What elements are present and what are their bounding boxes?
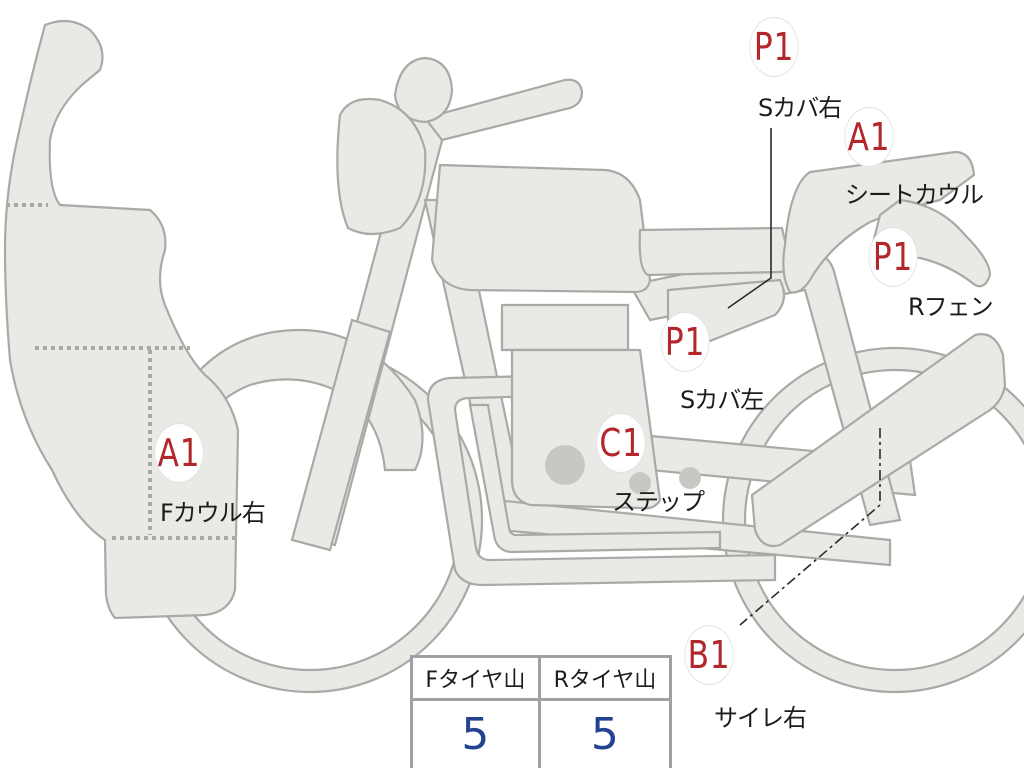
front-tire-value: 5 [410,698,541,768]
silencer [750,333,1007,548]
fuel-tank [430,163,652,294]
fork-slider [290,318,392,552]
front-cowl-shape [3,19,240,620]
headlight [336,97,427,236]
part-label-s-cover-left: Sカバ左 [680,386,764,414]
footpeg-left [629,472,651,494]
grade-badge-rear-fender: P1 [869,228,917,286]
part-label-step: ステップ [612,488,705,516]
leader-s-cover-right [727,128,772,309]
front-tire-header: Fタイヤ山 [410,655,541,701]
grade-badge-seat-cowl: A1 [845,108,893,166]
seat-cowl-shape [782,150,976,294]
rear-tire-value: 5 [537,698,673,768]
grade-badge-front-cowl-right: A1 [155,424,203,482]
footpeg-right [679,467,701,489]
grade-badge-s-cover-left: P1 [661,313,709,371]
rear-tire-header: Rタイヤ山 [537,655,673,701]
part-label-front-cowl-right: Fカウル右 [160,499,266,527]
engine-case [545,445,585,485]
part-label-s-cover-right: Sカバ右 [758,94,842,122]
part-label-seat-cowl: シートカウル [845,181,984,209]
part-label-silencer-right: サイレ右 [714,704,807,732]
tire-tread-table: Fタイヤ山 Rタイヤ山 5 5 [410,655,673,768]
tire-tread-value-row: 5 5 [410,698,673,768]
grade-badge-s-cover-right: P1 [750,18,798,76]
tire-tread-header-row: Fタイヤ山 Rタイヤ山 [410,655,673,701]
grade-badge-step: C1 [597,414,645,472]
leader-silencer-right [739,428,881,626]
seat [638,226,792,277]
exhaust-pipe-inner [468,403,722,554]
mirror [393,56,454,124]
engine-top [500,303,630,352]
grade-badge-silencer-right: B1 [685,626,733,684]
exhaust-pipe-outer [426,373,777,587]
handlebar [423,78,584,142]
part-label-rear-fender: Rフェン [908,293,994,321]
